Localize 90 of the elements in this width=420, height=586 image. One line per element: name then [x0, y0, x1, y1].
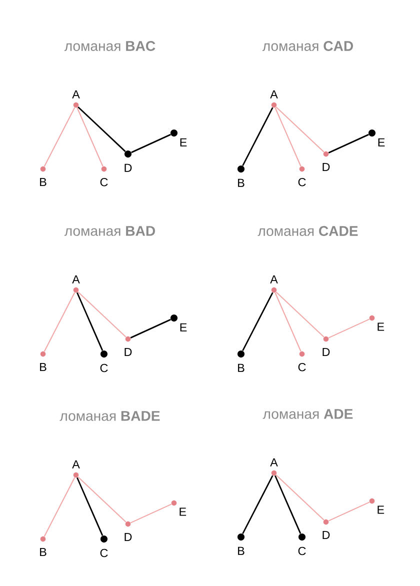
line-segment [242, 107, 274, 166]
line-segment [78, 476, 126, 522]
node-label: B [238, 178, 244, 187]
point: A [72, 90, 80, 108]
point: E [170, 314, 187, 332]
line-segment [242, 475, 274, 534]
point: B [40, 536, 46, 556]
panel-title: ломаная ADE [262, 409, 353, 419]
node-label: B [238, 364, 244, 372]
line-segment [276, 474, 324, 520]
node-label: C [298, 362, 306, 372]
point: B [40, 351, 46, 372]
point: C [100, 350, 108, 372]
point: A [72, 460, 80, 478]
node-label: C [100, 178, 108, 186]
line-segment [242, 292, 274, 351]
node-label: D [322, 162, 330, 172]
node-label: E [180, 138, 187, 146]
line-segment [130, 318, 171, 338]
point: C [100, 536, 108, 558]
line-segment [44, 477, 76, 537]
point: D [322, 519, 330, 540]
panel-title: ломаная BADE [60, 411, 160, 421]
point: A [72, 275, 80, 293]
panel-title: ломаная CAD [262, 41, 353, 51]
node-label: B [40, 548, 46, 556]
line-segment [328, 318, 370, 338]
node-label: E [378, 506, 384, 514]
point: D [124, 521, 132, 542]
panel-title: ломаная CADE [258, 226, 358, 236]
node-label: D [124, 348, 132, 356]
point: E [170, 130, 187, 146]
node-label: A [270, 275, 278, 284]
line-segment [276, 106, 324, 152]
node-label: D [322, 348, 330, 356]
point: B [237, 166, 245, 187]
point: A [270, 90, 278, 108]
point: D [124, 336, 132, 356]
line-segment [274, 292, 302, 352]
line-segment [44, 292, 76, 352]
line-segment [76, 477, 104, 536]
node-label: A [270, 90, 278, 98]
node-label: E [180, 508, 186, 516]
node-label: C [298, 546, 306, 556]
line-segment [44, 107, 76, 167]
node-label: E [378, 322, 384, 331]
point: D [322, 336, 330, 356]
point: C [100, 166, 108, 186]
node-label: A [72, 90, 80, 98]
point: B [237, 533, 245, 555]
node-label: D [124, 532, 132, 542]
line-segment [131, 134, 171, 154]
node-label: E [180, 323, 187, 332]
point: E [171, 500, 186, 516]
node-label: C [100, 548, 108, 558]
point: D [124, 150, 132, 172]
node-label: D [124, 164, 132, 172]
node-label: A [270, 458, 278, 466]
line-segment [130, 504, 172, 524]
line-segment [328, 134, 369, 154]
point: B [40, 166, 46, 186]
line-segment [276, 292, 324, 338]
node-label: A [72, 275, 80, 284]
node-label: E [378, 138, 385, 146]
node-label: A [72, 460, 80, 468]
point: E [369, 498, 384, 514]
panel-title: ломаная BAC [64, 41, 156, 51]
node-label: D [322, 530, 330, 540]
line-segment [78, 292, 126, 338]
point: E [368, 130, 385, 146]
point: D [322, 151, 330, 172]
node-label: B [40, 178, 46, 186]
panel-title: ломаная BAD [64, 226, 155, 236]
point: E [369, 315, 384, 331]
node-label: B [238, 546, 244, 555]
point: C [298, 351, 306, 372]
node-label: C [100, 364, 108, 372]
line-segment [78, 106, 126, 152]
line-segment [274, 107, 302, 167]
line-segment [76, 107, 104, 167]
node-label: C [298, 178, 306, 186]
line-segment [328, 502, 370, 522]
point: A [270, 275, 278, 293]
node-label: B [40, 362, 46, 372]
point: C [298, 533, 306, 556]
point: B [237, 350, 245, 372]
point: A [270, 458, 278, 476]
point: C [298, 166, 306, 186]
line-segment [76, 292, 104, 351]
line-segment [274, 475, 302, 534]
